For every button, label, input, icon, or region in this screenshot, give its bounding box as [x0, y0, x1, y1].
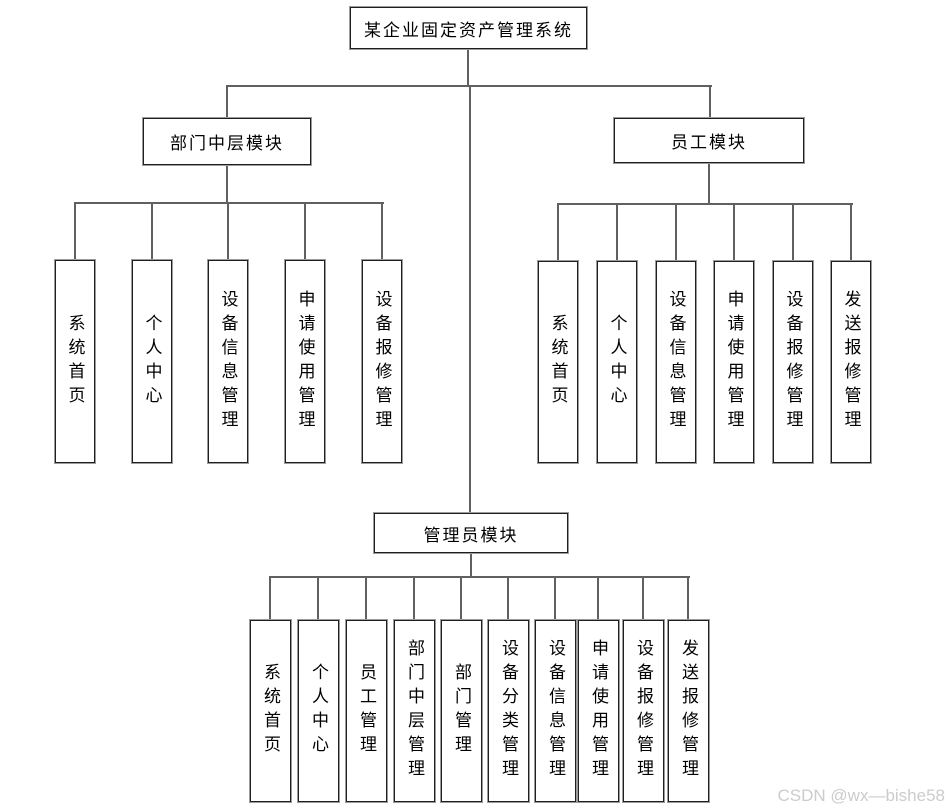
node-label: 发送报修管理	[679, 639, 698, 783]
node-label: 设备信息管理	[218, 289, 238, 434]
node-admin-child-7: 设备信息管理	[535, 620, 576, 802]
node-label: 系统首页	[548, 314, 568, 410]
connector-admin-child-drop-2	[317, 576, 319, 620]
connector-dept-child-drop-5	[381, 202, 383, 260]
node-admin-child-2: 个人中心	[298, 620, 339, 802]
node-label: 某企业固定资产管理系统	[364, 20, 573, 40]
node-admin-child-10: 发送报修管理	[668, 620, 709, 802]
node-emp-child-5: 设备报修管理	[773, 261, 813, 463]
node-emp-child-4: 申请使用管理	[714, 261, 754, 463]
node-label: 部门中层管理	[405, 639, 424, 783]
node-module-admin: 管理员模块	[374, 513, 568, 553]
node-label: 系统首页	[261, 663, 280, 759]
node-admin-child-5: 部门管理	[441, 620, 482, 802]
connector-admin-branch	[269, 576, 690, 578]
node-admin-child-6: 设备分类管理	[488, 620, 529, 802]
node-label: 设备报修管理	[783, 290, 803, 434]
connector-emp-child-drop-6	[850, 203, 852, 261]
node-emp-child-2: 个人中心	[597, 261, 637, 463]
connector-admin-child-drop-7	[554, 576, 556, 620]
connector-center-stem	[469, 85, 471, 513]
connector-admin-child-drop-10	[687, 576, 689, 620]
node-label: 申请使用管理	[295, 289, 315, 434]
node-label: 设备报修管理	[634, 639, 653, 783]
node-emp-child-3: 设备信息管理	[656, 261, 696, 463]
connector-dept-child-drop-4	[304, 202, 306, 260]
node-label: 设备报修管理	[372, 289, 392, 434]
connector-dept-branch	[74, 202, 384, 204]
node-admin-child-4: 部门中层管理	[394, 620, 435, 802]
connector-admin-child-drop-9	[642, 576, 644, 620]
node-system-root: 某企业固定资产管理系统	[350, 7, 587, 49]
node-label: 部门管理	[452, 663, 471, 759]
node-label: 员工管理	[357, 663, 376, 759]
node-label: 设备分类管理	[499, 639, 518, 783]
node-module-dept-mid: 部门中层模块	[143, 118, 311, 165]
connector-admin-child-drop-6	[507, 576, 509, 620]
node-module-employee: 员工模块	[614, 118, 804, 163]
connector-admin-stem	[470, 553, 472, 578]
connector-dept-stem	[226, 165, 228, 204]
node-dept-child-4: 申请使用管理	[285, 260, 325, 463]
node-label: 设备信息管理	[546, 639, 565, 783]
node-label: 员工模块	[671, 133, 747, 152]
node-label: 个人中心	[607, 314, 627, 410]
node-dept-child-5: 设备报修管理	[362, 260, 402, 463]
watermark: CSDN @wx—bishe58	[777, 786, 945, 805]
connector-admin-child-drop-1	[269, 576, 271, 620]
node-label: 部门中层模块	[170, 134, 284, 153]
node-label: 管理员模块	[423, 525, 519, 545]
node-label: 个人中心	[142, 313, 162, 410]
node-label: 设备信息管理	[666, 290, 686, 434]
connector-emp-child-drop-5	[792, 203, 794, 261]
connector-emp-child-drop-4	[733, 203, 735, 261]
node-emp-child-1: 系统首页	[538, 261, 578, 463]
node-label: 申请使用管理	[724, 290, 744, 434]
connector-dept-drop	[226, 85, 228, 118]
connector-dept-child-drop-2	[151, 202, 153, 260]
node-label: 申请使用管理	[589, 639, 608, 783]
node-admin-child-8: 申请使用管理	[578, 620, 619, 802]
connector-emp-child-drop-1	[557, 203, 559, 261]
connector-admin-child-drop-4	[413, 576, 415, 620]
node-dept-child-1: 系统首页	[55, 260, 95, 463]
connector-emp-stem	[708, 163, 710, 205]
connector-emp-branch	[557, 203, 853, 205]
connector-dept-child-drop-1	[74, 202, 76, 260]
node-label: 系统首页	[65, 313, 85, 410]
node-label: 发送报修管理	[841, 290, 861, 434]
node-admin-child-3: 员工管理	[346, 620, 387, 802]
connector-admin-child-drop-3	[365, 576, 367, 620]
node-label: 个人中心	[309, 663, 328, 759]
connector-dept-child-drop-3	[227, 202, 229, 260]
node-dept-child-2: 个人中心	[132, 260, 172, 463]
connector-emp-drop	[709, 85, 711, 118]
node-emp-child-6: 发送报修管理	[831, 261, 871, 463]
node-admin-child-1: 系统首页	[250, 620, 291, 802]
connector-admin-child-drop-5	[460, 576, 462, 620]
node-dept-child-3: 设备信息管理	[208, 260, 248, 463]
node-admin-child-9: 设备报修管理	[623, 620, 664, 802]
connector-admin-child-drop-8	[597, 576, 599, 620]
connector-emp-child-drop-2	[616, 203, 618, 261]
connector-emp-child-drop-3	[675, 203, 677, 261]
connector-root-stem	[467, 49, 469, 87]
